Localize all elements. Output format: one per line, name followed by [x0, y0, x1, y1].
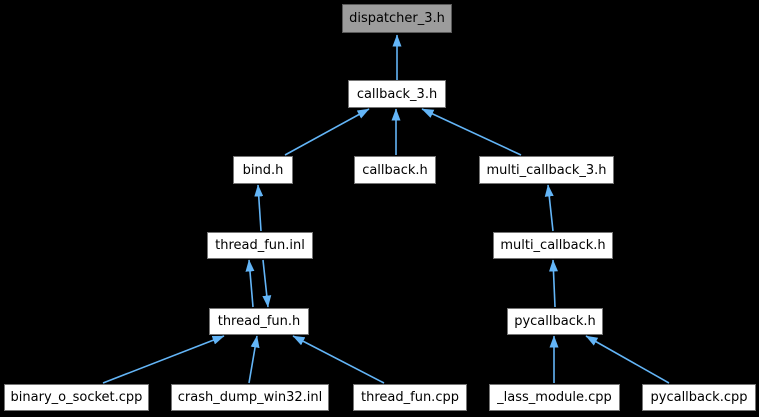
edge-binary-o-socket-cpp-to-thread-fun-h: [102, 335, 225, 384]
node-label: multi_callback_3.h: [486, 162, 607, 178]
edge-pycallback-h-to-multi-callback-h: [548, 259, 558, 308]
node-crash-dump-win32-inl[interactable]: crash_dump_win32.inl: [171, 384, 329, 411]
edge-pycallback-cpp-to-pycallback-h: [585, 335, 670, 384]
edge-thread-fun-inl-to-thread-fun-h: [262, 259, 272, 308]
node-label: _lass_module.cpp: [497, 390, 612, 405]
node-callback-3-h[interactable]: callback_3.h: [348, 80, 446, 108]
edge-bind-h-to-callback-3-h: [284, 108, 370, 156]
node-label: pycallback.cpp: [650, 390, 748, 405]
edge-thread-fun-cpp-to-thread-fun-h: [292, 335, 385, 384]
node-multi-callback-3-h[interactable]: multi_callback_3.h: [479, 156, 614, 184]
node-label: multi_callback.h: [500, 238, 606, 253]
node-dispatcher-3-h: dispatcher_3.h: [342, 4, 452, 33]
node-multi-callback-h[interactable]: multi_callback.h: [493, 232, 613, 259]
node-label: thread_fun.h: [217, 314, 301, 329]
node-thread-fun-cpp[interactable]: thread_fun.cpp: [353, 384, 467, 411]
node-pycallback-cpp[interactable]: pycallback.cpp: [642, 384, 756, 411]
node-thread-fun-h[interactable]: thread_fun.h: [209, 308, 309, 335]
node-label: callback.h: [362, 162, 428, 178]
node-pycallback-h[interactable]: pycallback.h: [507, 308, 603, 335]
edge-thread-fun-h-to-thread-fun-inl: [245, 259, 255, 308]
node-label: thread_fun.inl: [215, 238, 305, 253]
node-label: crash_dump_win32.inl: [177, 390, 323, 405]
node-binary-o-socket-cpp[interactable]: binary_o_socket.cpp: [4, 384, 149, 411]
node-label: pycallback.h: [514, 314, 596, 329]
node-thread-fun-inl[interactable]: thread_fun.inl: [207, 232, 313, 259]
node-bind-h[interactable]: bind.h: [233, 156, 293, 184]
edge-multi-callback-3-h-to-callback-3-h: [421, 108, 522, 156]
node-label: callback_3.h: [356, 86, 438, 102]
node-label: dispatcher_3.h: [349, 11, 445, 26]
node-label: thread_fun.cpp: [361, 390, 459, 405]
edge-thread-fun-inl-to-bind-h: [254, 184, 264, 232]
edge-multi-callback-h-to-multi-callback-3-h: [544, 184, 554, 232]
edge-crash-dump-win32-inl-to-thread-fun-h: [248, 335, 260, 384]
node-label: bind.h: [242, 162, 284, 178]
node-label: binary_o_socket.cpp: [10, 390, 143, 405]
node-callback-h[interactable]: callback.h: [354, 156, 436, 184]
node-lass-module-cpp[interactable]: _lass_module.cpp: [489, 384, 620, 411]
